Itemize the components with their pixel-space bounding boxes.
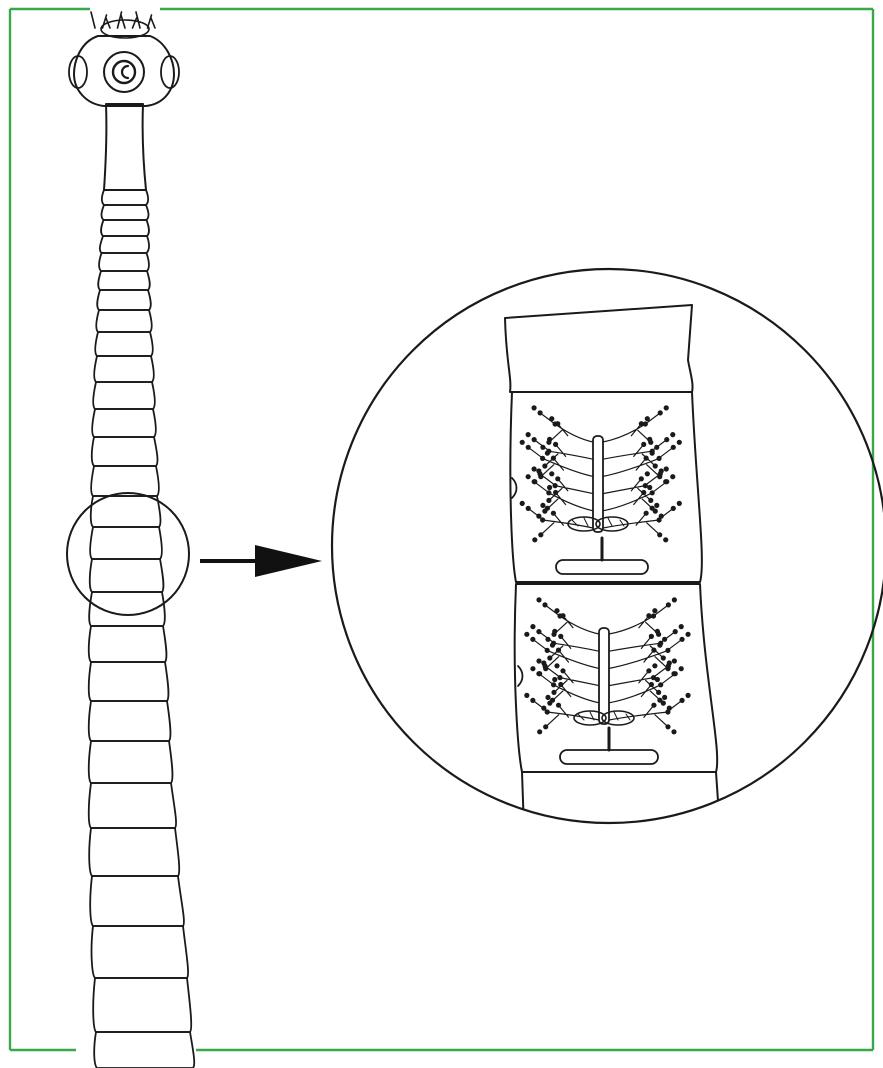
strobila-body xyxy=(89,104,194,1068)
scolex-head xyxy=(69,12,179,106)
figure-frame xyxy=(10,9,873,1050)
arrow-right-icon xyxy=(200,545,322,577)
highlight-circle xyxy=(67,493,189,615)
magnified-lens xyxy=(332,269,883,830)
